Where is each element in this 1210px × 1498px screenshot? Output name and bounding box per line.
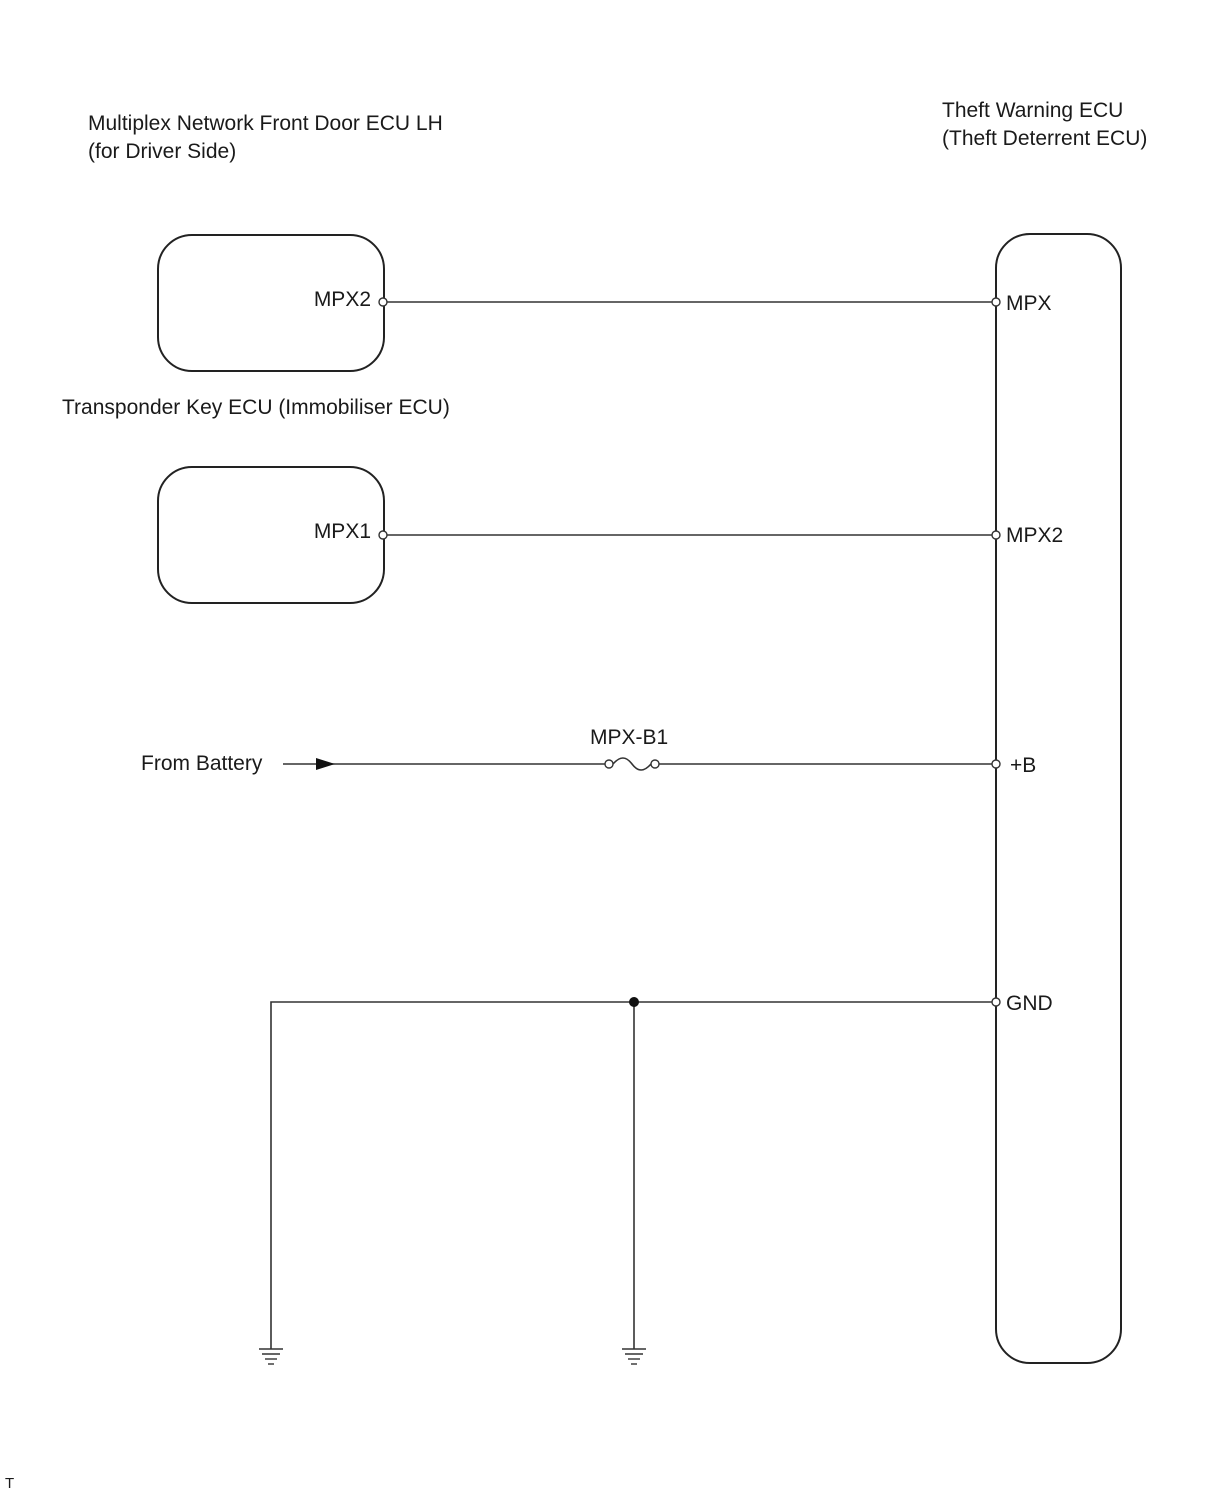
door-ecu-title: Multiplex Network Front Door ECU LH [88, 112, 443, 135]
fuse-terminal-left [604, 759, 614, 769]
theft-ecu-terminal-plus-b [991, 759, 1001, 769]
battery-arrow-icon [316, 758, 335, 770]
theft-ecu-terminal-mpx [991, 297, 1001, 307]
theft-ecu-pin-label: GND [1006, 992, 1053, 1015]
wire-ground [270, 1001, 996, 1349]
fuse-label: MPX-B1 [590, 726, 668, 749]
ground-junction [629, 997, 639, 1007]
ground-icon [259, 1348, 283, 1365]
fuse-terminal-right [650, 759, 660, 769]
theft-ecu-pin-label: MPX [1006, 292, 1052, 315]
transponder-ecu-terminal [378, 530, 388, 540]
ground-icon [622, 1348, 646, 1365]
door-ecu-terminal [378, 297, 388, 307]
theft-ecu-terminal-gnd [991, 997, 1001, 1007]
door-ecu-subtitle: (for Driver Side) [88, 140, 236, 163]
theft-ecu-box [995, 233, 1122, 1364]
battery-label: From Battery [141, 752, 263, 775]
theft-ecu-terminal-mpx2 [991, 530, 1001, 540]
theft-ecu-pin-label: MPX2 [1006, 524, 1063, 547]
door-ecu-terminal-label: MPX2 [314, 288, 371, 311]
theft-ecu-pin-label: +B [1010, 754, 1036, 777]
fuse-icon [612, 757, 652, 771]
theft-ecu-subtitle: (Theft Deterrent ECU) [942, 127, 1147, 150]
transponder-ecu-terminal-label: MPX1 [314, 520, 371, 543]
theft-ecu-title: Theft Warning ECU [942, 99, 1123, 122]
transponder-ecu-title: Transponder Key ECU (Immobiliser ECU) [62, 396, 450, 419]
corner-mark: T [5, 1475, 14, 1492]
